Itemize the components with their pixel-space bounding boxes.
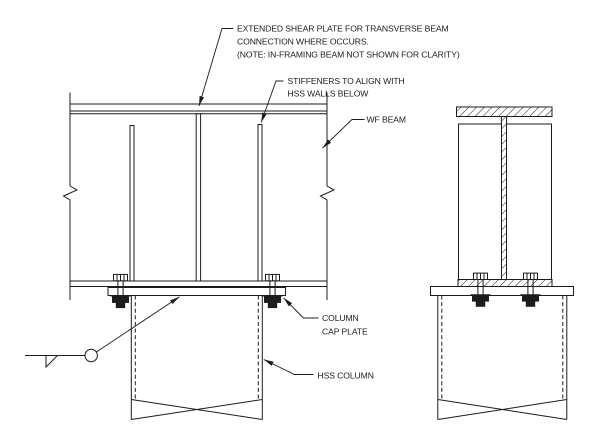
elevation-view: [62, 92, 336, 420]
stiffener-right: [257, 124, 263, 282]
beam-web-section: [500, 116, 508, 280]
beam-bottom-flange-section: [457, 279, 553, 287]
callouts: EXTENDED SHEAR PLATE FOR TRANSVERSE BEAM…: [198, 24, 460, 381]
beam-break-left: [62, 92, 79, 300]
column-cap-plate-section: [430, 286, 574, 296]
note-wf-beam: WF BEAM: [322, 115, 406, 149]
weld-symbol: [25, 296, 180, 369]
note-line: CAP PLATE: [322, 327, 368, 337]
fillet-weld-icon: [45, 355, 59, 369]
leader-wf-beam: [322, 119, 365, 149]
note-stiffeners: STIFFENERS TO ALIGN WITH HSS WALLS BELOW: [260, 76, 405, 123]
hss-column-break: [437, 399, 567, 420]
note-line: HSS WALLS BELOW: [288, 89, 370, 99]
stiffener-face-left: [458, 123, 502, 280]
leader-stiffeners: [260, 80, 284, 123]
weld-leader: [96, 296, 180, 353]
note-line: (NOTE: IN-FRAMING BEAM NOT SHOWN FOR CLA…: [237, 50, 460, 60]
extended-shear-plate: [195, 113, 202, 282]
note-column-cap-plate: COLUMN CAP PLATE: [283, 297, 368, 337]
stiffener-face-right: [506, 123, 552, 280]
note-extended-shear-plate: EXTENDED SHEAR PLATE FOR TRANSVERSE BEAM…: [198, 24, 460, 107]
beam-top-flange-section: [456, 106, 553, 117]
note-line: STIFFENERS TO ALIGN WITH: [288, 76, 405, 86]
hss-column-break: [131, 399, 263, 420]
hss-column-elevation: [130, 295, 263, 420]
hss-column-end-view: [437, 295, 568, 420]
stiffener-left: [129, 125, 135, 282]
note-line: CONNECTION WHERE OCCURS.: [237, 37, 369, 47]
leader-extended-shear-plate: [198, 28, 234, 107]
note-line: HSS COLUMN: [318, 371, 374, 381]
beam-top-flange: [70, 103, 327, 115]
note-line: EXTENDED SHEAR PLATE FOR TRANSVERSE BEAM: [237, 24, 449, 34]
beam-bottom-flange: [70, 280, 327, 287]
end-view: [430, 106, 574, 420]
weld-all-around-icon: [84, 348, 98, 363]
leader-column-cap-plate: [283, 297, 319, 319]
note-hss-column: HSS COLUMN: [263, 359, 374, 381]
note-line: WF BEAM: [367, 115, 406, 125]
column-cap-plate: [107, 287, 286, 296]
note-line: COLUMN: [322, 313, 359, 323]
beam-break-right: [319, 92, 336, 300]
leader-hss-column: [263, 359, 314, 375]
